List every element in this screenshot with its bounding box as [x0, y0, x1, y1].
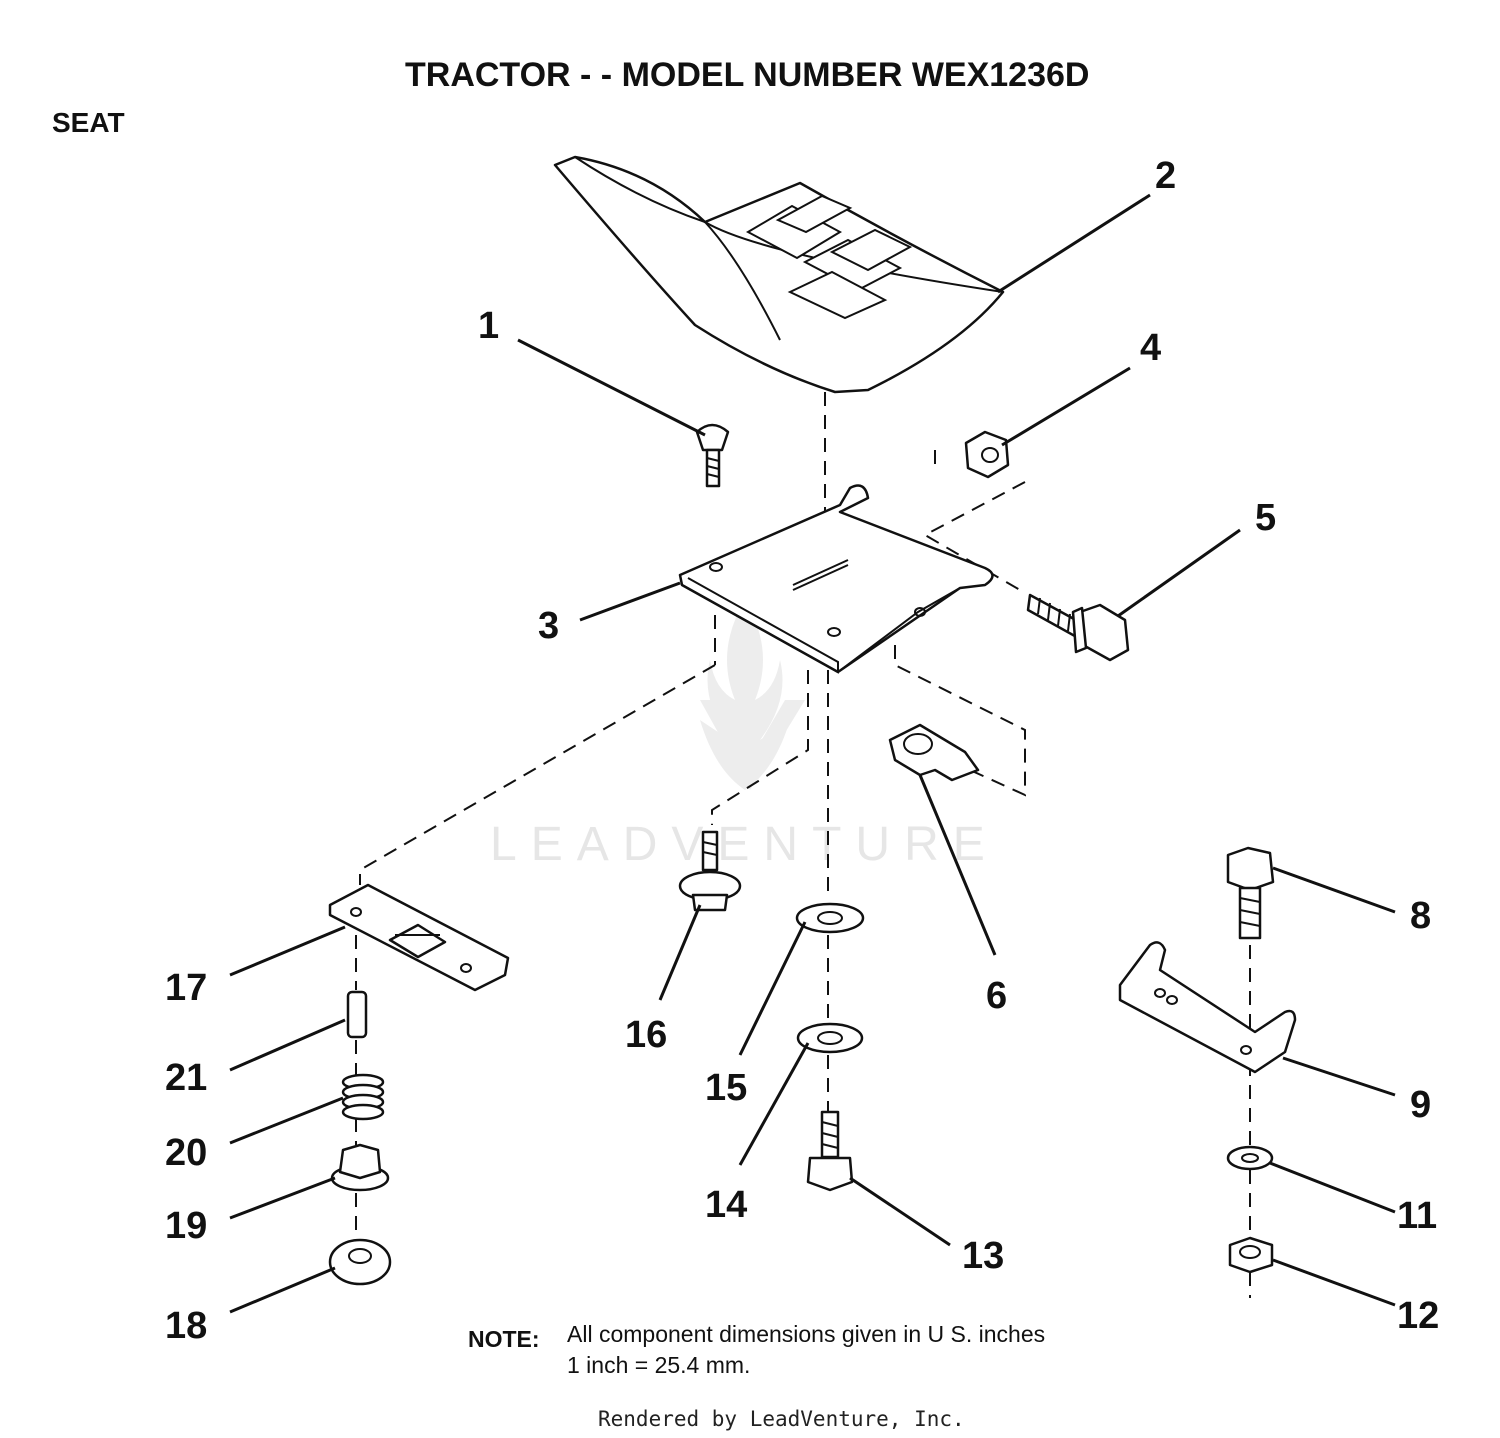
callout-19: 19: [165, 1205, 207, 1247]
callout-13: 13: [962, 1235, 1004, 1277]
footer-credit: Rendered by LeadVenture, Inc.: [598, 1407, 965, 1431]
slide-bracket-part: [328, 883, 510, 992]
callout-12: 12: [1397, 1295, 1439, 1337]
callout-2: 2: [1155, 155, 1176, 197]
callout-8: 8: [1410, 895, 1431, 937]
hex-bolt-part: [1026, 593, 1130, 662]
lock-washer-part: [796, 1022, 864, 1054]
callout-14: 14: [705, 1184, 747, 1226]
hex-screw-part: [806, 1110, 854, 1192]
dimension-note: NOTE: All component dimensions given in …: [468, 1321, 1045, 1378]
lock-nut-part: [328, 1238, 392, 1286]
seat-part: [553, 155, 1005, 394]
callout-18: 18: [165, 1305, 207, 1347]
note-label: NOTE:: [468, 1326, 540, 1352]
note-line-2: 1 inch = 25.4 mm.: [567, 1352, 750, 1378]
callout-3: 3: [538, 605, 559, 647]
shoulder-bolt-part: [678, 830, 742, 912]
leader-lines: [229, 193, 1396, 1314]
callout-16: 16: [625, 1014, 667, 1056]
nylon-lock-nut-part: [1228, 1236, 1274, 1274]
flange-nut-part: [330, 1143, 390, 1192]
watermark-text: LEADVENTURE: [490, 818, 999, 871]
callout-6: 6: [986, 975, 1007, 1017]
mount-bracket-part: [1118, 941, 1297, 1074]
note-line-1: All component dimensions given in U S. i…: [567, 1321, 1045, 1347]
section-title: SEAT: [52, 107, 125, 138]
callout-1: 1: [478, 305, 499, 347]
callout-labels: 1 2 3 4 5 6 8 9 11 12 13 14 15 16 17 21 …: [165, 155, 1439, 1347]
seat-pan-part: [678, 484, 994, 674]
callout-17: 17: [165, 967, 207, 1009]
hex-nut-part: [964, 430, 1010, 479]
flat-washer-part: [795, 902, 865, 934]
callout-15: 15: [705, 1067, 747, 1109]
v-logo-icon: [700, 700, 805, 790]
washer-part: [1226, 1145, 1274, 1171]
hex-bolt-right-part: [1226, 846, 1275, 940]
callout-5: 5: [1255, 497, 1276, 539]
clip-part: [888, 723, 980, 782]
callout-20: 20: [165, 1132, 207, 1174]
page-title: TRACTOR - - MODEL NUMBER WEX1236D: [405, 56, 1089, 94]
callout-4: 4: [1140, 327, 1161, 369]
watermark: LEADVENTURE: [490, 600, 999, 871]
spring-part: [341, 1073, 385, 1121]
callout-11: 11: [1397, 1195, 1437, 1237]
carriage-bolt-part: [695, 423, 730, 488]
pin-part: [346, 990, 368, 1039]
callout-21: 21: [165, 1057, 207, 1099]
callout-9: 9: [1410, 1084, 1431, 1126]
